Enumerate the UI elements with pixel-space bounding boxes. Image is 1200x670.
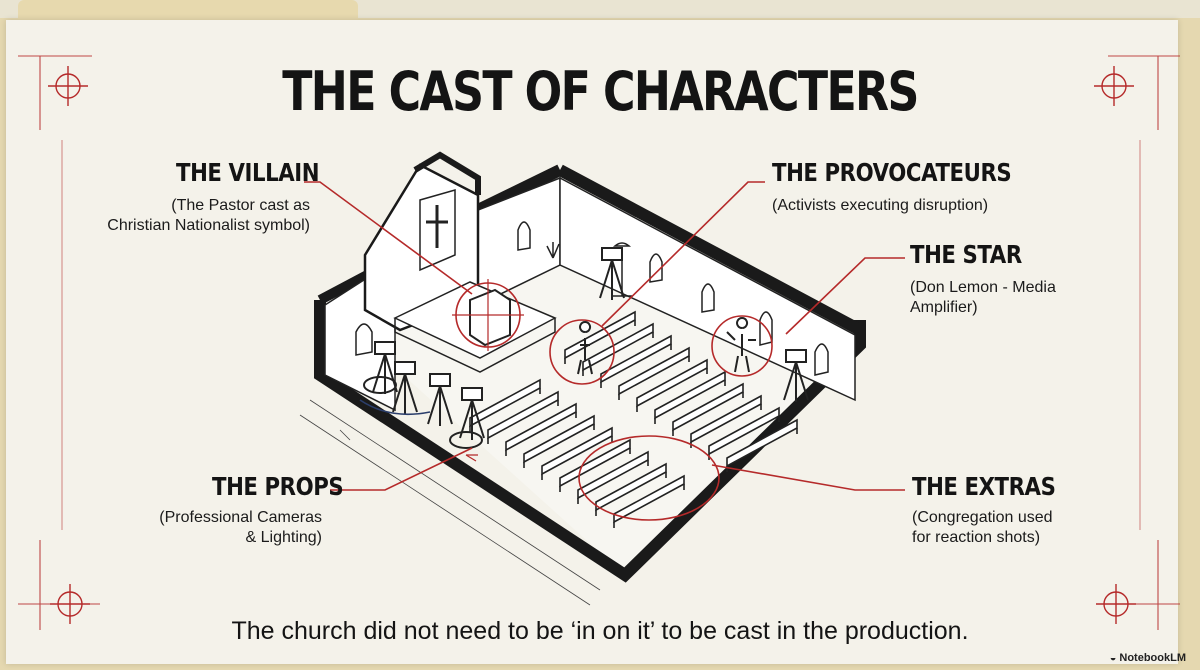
provocateurs-label: THE PROVOCATEURS (772, 158, 1012, 187)
brand-icon: ◒ (1109, 652, 1120, 664)
villain-desc-line1: (The Pastor cast as (171, 197, 310, 214)
church-illustration (299, 151, 866, 606)
props-label: THE PROPS (212, 472, 344, 501)
extras-desc-line2: for reaction shots) (912, 529, 1041, 546)
extras-desc-line1: (Congregation used (912, 509, 1053, 526)
brand-text: NotebookLM (1119, 652, 1186, 664)
props-desc-line1: (Professional Cameras (159, 509, 322, 526)
page-title: THE CAST OF CHARACTERS (282, 60, 919, 123)
star-desc-line2: Amplifier) (910, 299, 978, 316)
provocateurs-desc-line1: (Activists executing disruption) (772, 197, 989, 214)
tagline: The church did not need to be ‘in on it’… (231, 617, 969, 645)
props-desc-line2: & Lighting) (245, 529, 323, 546)
villain-label: THE VILLAIN (176, 158, 320, 187)
registration-mark-tl (47, 65, 89, 107)
extras-label: THE EXTRAS (912, 472, 1056, 501)
villain-desc-line2: Christian Nationalist symbol) (107, 217, 310, 234)
registration-mark-tr (1093, 65, 1135, 107)
brand-watermark: ◒ NotebookLM (1110, 652, 1186, 664)
star-desc-line1: (Don Lemon - Media (910, 279, 1056, 296)
star-label: THE STAR (910, 240, 1022, 269)
callout-lines (304, 181, 905, 521)
